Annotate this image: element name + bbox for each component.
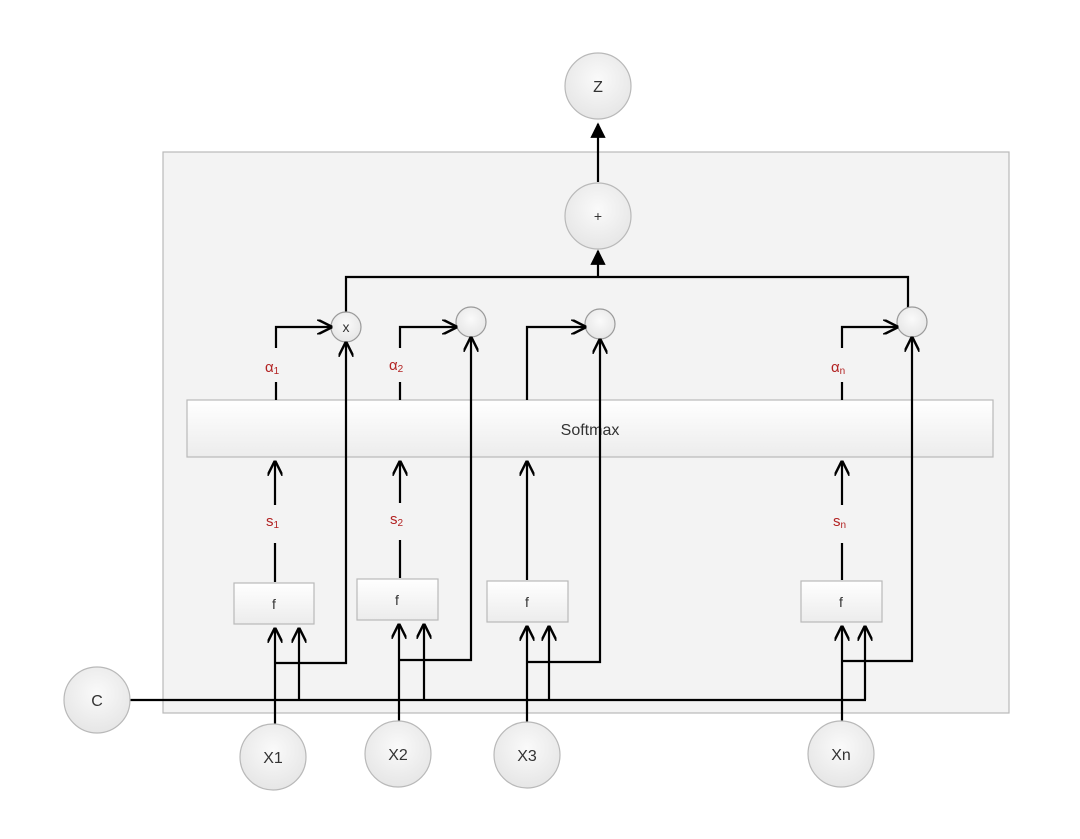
score-label-1: s1 xyxy=(266,513,280,531)
output-node-z xyxy=(564,52,632,120)
multiply-symbol: x xyxy=(343,319,350,335)
input-node-xn-label: Xn xyxy=(831,747,851,764)
f-box-1-label: f xyxy=(272,596,276,612)
alpha-wire-3 xyxy=(525,327,585,400)
input-node-x2-label: X2 xyxy=(388,747,408,764)
f-box-2 xyxy=(356,578,439,621)
f-box-2-label: f xyxy=(395,592,399,608)
input-node-x1 xyxy=(239,723,307,791)
input-node-x3-label: X3 xyxy=(517,748,537,765)
f-box-n xyxy=(800,580,883,623)
softmax-box xyxy=(186,399,994,458)
input-node-x2 xyxy=(364,720,432,788)
value-wire-3 xyxy=(527,340,600,664)
sum-node xyxy=(564,182,632,250)
f-box-3 xyxy=(486,580,569,623)
f-box-3-label: f xyxy=(525,594,529,610)
input-node-x3 xyxy=(493,721,561,789)
alpha-label-2: α2 xyxy=(389,357,404,375)
alpha-wire-1 xyxy=(274,327,331,348)
sum-node-label: + xyxy=(594,208,602,224)
alpha-label-1: α1 xyxy=(265,359,280,377)
context-node-c xyxy=(63,666,131,734)
score-label-2: s2 xyxy=(390,511,404,529)
f-box-n-label: f xyxy=(839,594,843,610)
multiply-node-3 xyxy=(584,308,616,340)
alpha-label-n: αn xyxy=(831,359,845,377)
multiply-node-2 xyxy=(455,306,487,338)
context-node-label: C xyxy=(91,693,103,710)
score-label-n: sn xyxy=(833,513,846,531)
multiply-node-n xyxy=(896,306,928,338)
multiply-node-1: x xyxy=(330,311,362,343)
input-node-xn xyxy=(807,720,875,788)
alpha-wire-2 xyxy=(398,327,456,348)
output-node-label: Z xyxy=(593,79,603,96)
softmax-label: Softmax xyxy=(561,422,620,439)
input-node-x1-label: X1 xyxy=(263,750,283,767)
collector-bus xyxy=(344,275,910,314)
f-box-1 xyxy=(233,582,315,625)
alpha-wire-n xyxy=(840,327,897,348)
